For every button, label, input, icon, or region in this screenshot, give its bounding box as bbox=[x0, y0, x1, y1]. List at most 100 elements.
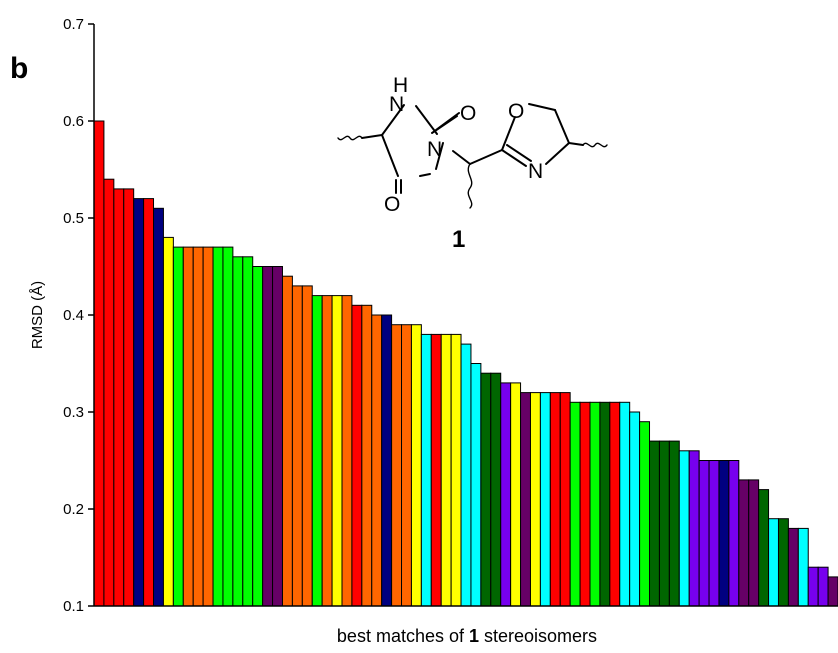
bar bbox=[291, 285, 303, 607]
bar bbox=[133, 198, 145, 607]
bar bbox=[698, 460, 710, 607]
atom-o-oxazoline: O bbox=[508, 100, 524, 123]
bar bbox=[450, 333, 462, 607]
bar bbox=[172, 246, 184, 607]
bar bbox=[331, 295, 343, 607]
y-tick-label: 0.5 bbox=[63, 210, 84, 227]
bar bbox=[569, 401, 581, 607]
bar bbox=[410, 324, 422, 607]
bar bbox=[738, 479, 750, 607]
bar bbox=[639, 421, 651, 607]
y-tick-label: 0.3 bbox=[63, 404, 84, 421]
bar bbox=[549, 392, 561, 607]
bar bbox=[202, 246, 214, 607]
y-axis-title: RMSD (Å) bbox=[29, 281, 46, 349]
x-axis-title-compound: 1 bbox=[469, 626, 479, 646]
bar bbox=[153, 207, 164, 607]
bar bbox=[807, 566, 819, 607]
atom-n1: N bbox=[389, 93, 404, 116]
bar bbox=[460, 343, 472, 607]
bar bbox=[341, 295, 353, 607]
bar bbox=[777, 518, 789, 607]
bar bbox=[758, 489, 770, 607]
bar bbox=[768, 518, 779, 607]
bar bbox=[311, 295, 323, 607]
compound-number: 1 bbox=[452, 226, 465, 253]
bar bbox=[321, 295, 333, 607]
y-tick-label: 0.4 bbox=[63, 307, 84, 324]
chemical-structure: H N O N O O N 1 bbox=[337, 74, 608, 253]
bar bbox=[718, 460, 730, 607]
bar bbox=[787, 527, 799, 607]
bar bbox=[520, 392, 531, 607]
bar bbox=[440, 333, 452, 607]
x-axis-title-prefix: best matches of bbox=[337, 626, 469, 646]
bar bbox=[162, 236, 174, 607]
panel-label: b bbox=[10, 52, 28, 85]
bar bbox=[212, 246, 224, 607]
y-axis: 0.1 0.2 0.3 0.4 0.5 0.6 0.7 bbox=[63, 16, 838, 615]
bar bbox=[629, 411, 641, 607]
bar bbox=[420, 333, 432, 607]
x-axis-title-suffix: stereoisomers bbox=[479, 626, 597, 646]
bar bbox=[728, 460, 740, 607]
bar bbox=[470, 363, 482, 607]
bar bbox=[143, 198, 155, 607]
atom-n-oxazoline: N bbox=[528, 160, 543, 183]
bar bbox=[539, 392, 551, 607]
bar bbox=[252, 266, 264, 607]
bar bbox=[123, 188, 135, 607]
atom-h: H bbox=[393, 74, 408, 97]
bar bbox=[232, 256, 244, 607]
bar bbox=[430, 333, 442, 607]
bar bbox=[797, 527, 809, 607]
bar bbox=[510, 382, 522, 607]
bar bbox=[579, 401, 591, 607]
structure-bonds bbox=[337, 103, 608, 209]
bar bbox=[242, 256, 254, 607]
y-tick-label: 0.7 bbox=[63, 16, 84, 33]
bar bbox=[262, 266, 274, 607]
bar bbox=[281, 275, 293, 607]
bar bbox=[500, 382, 512, 607]
bar bbox=[708, 460, 720, 607]
bar bbox=[182, 246, 194, 607]
y-tick-label: 0.2 bbox=[63, 501, 84, 518]
bar bbox=[480, 372, 492, 607]
bar bbox=[361, 304, 373, 607]
bar bbox=[599, 401, 611, 607]
atom-o1: O bbox=[460, 102, 476, 125]
y-tick-label: 0.6 bbox=[63, 113, 84, 130]
bar bbox=[649, 440, 660, 607]
y-tick-label: 0.1 bbox=[63, 598, 84, 615]
x-axis-title: best matches of 1 stereoisomers bbox=[337, 626, 597, 646]
bar bbox=[272, 266, 283, 607]
bar bbox=[827, 576, 838, 607]
bar bbox=[371, 314, 383, 607]
bar bbox=[113, 188, 125, 607]
bar bbox=[103, 178, 115, 607]
bar bbox=[401, 324, 412, 607]
bar bbox=[748, 479, 760, 607]
bar bbox=[559, 392, 571, 607]
bar bbox=[490, 372, 502, 607]
bar bbox=[817, 566, 829, 607]
atom-o4: O bbox=[384, 193, 400, 216]
bar bbox=[589, 401, 601, 607]
bar bbox=[222, 246, 234, 607]
bar bbox=[301, 285, 313, 607]
bar bbox=[381, 314, 393, 607]
bar bbox=[93, 120, 105, 607]
bar bbox=[351, 304, 363, 607]
bar bbox=[529, 392, 541, 607]
bar bbox=[192, 246, 204, 607]
bar bbox=[678, 450, 690, 607]
bar bbox=[391, 324, 403, 607]
bar bbox=[658, 440, 670, 607]
bar bbox=[609, 401, 621, 607]
bar bbox=[688, 450, 700, 607]
bar bbox=[619, 401, 631, 607]
atom-n3: N bbox=[427, 138, 442, 161]
bar bbox=[668, 440, 680, 607]
